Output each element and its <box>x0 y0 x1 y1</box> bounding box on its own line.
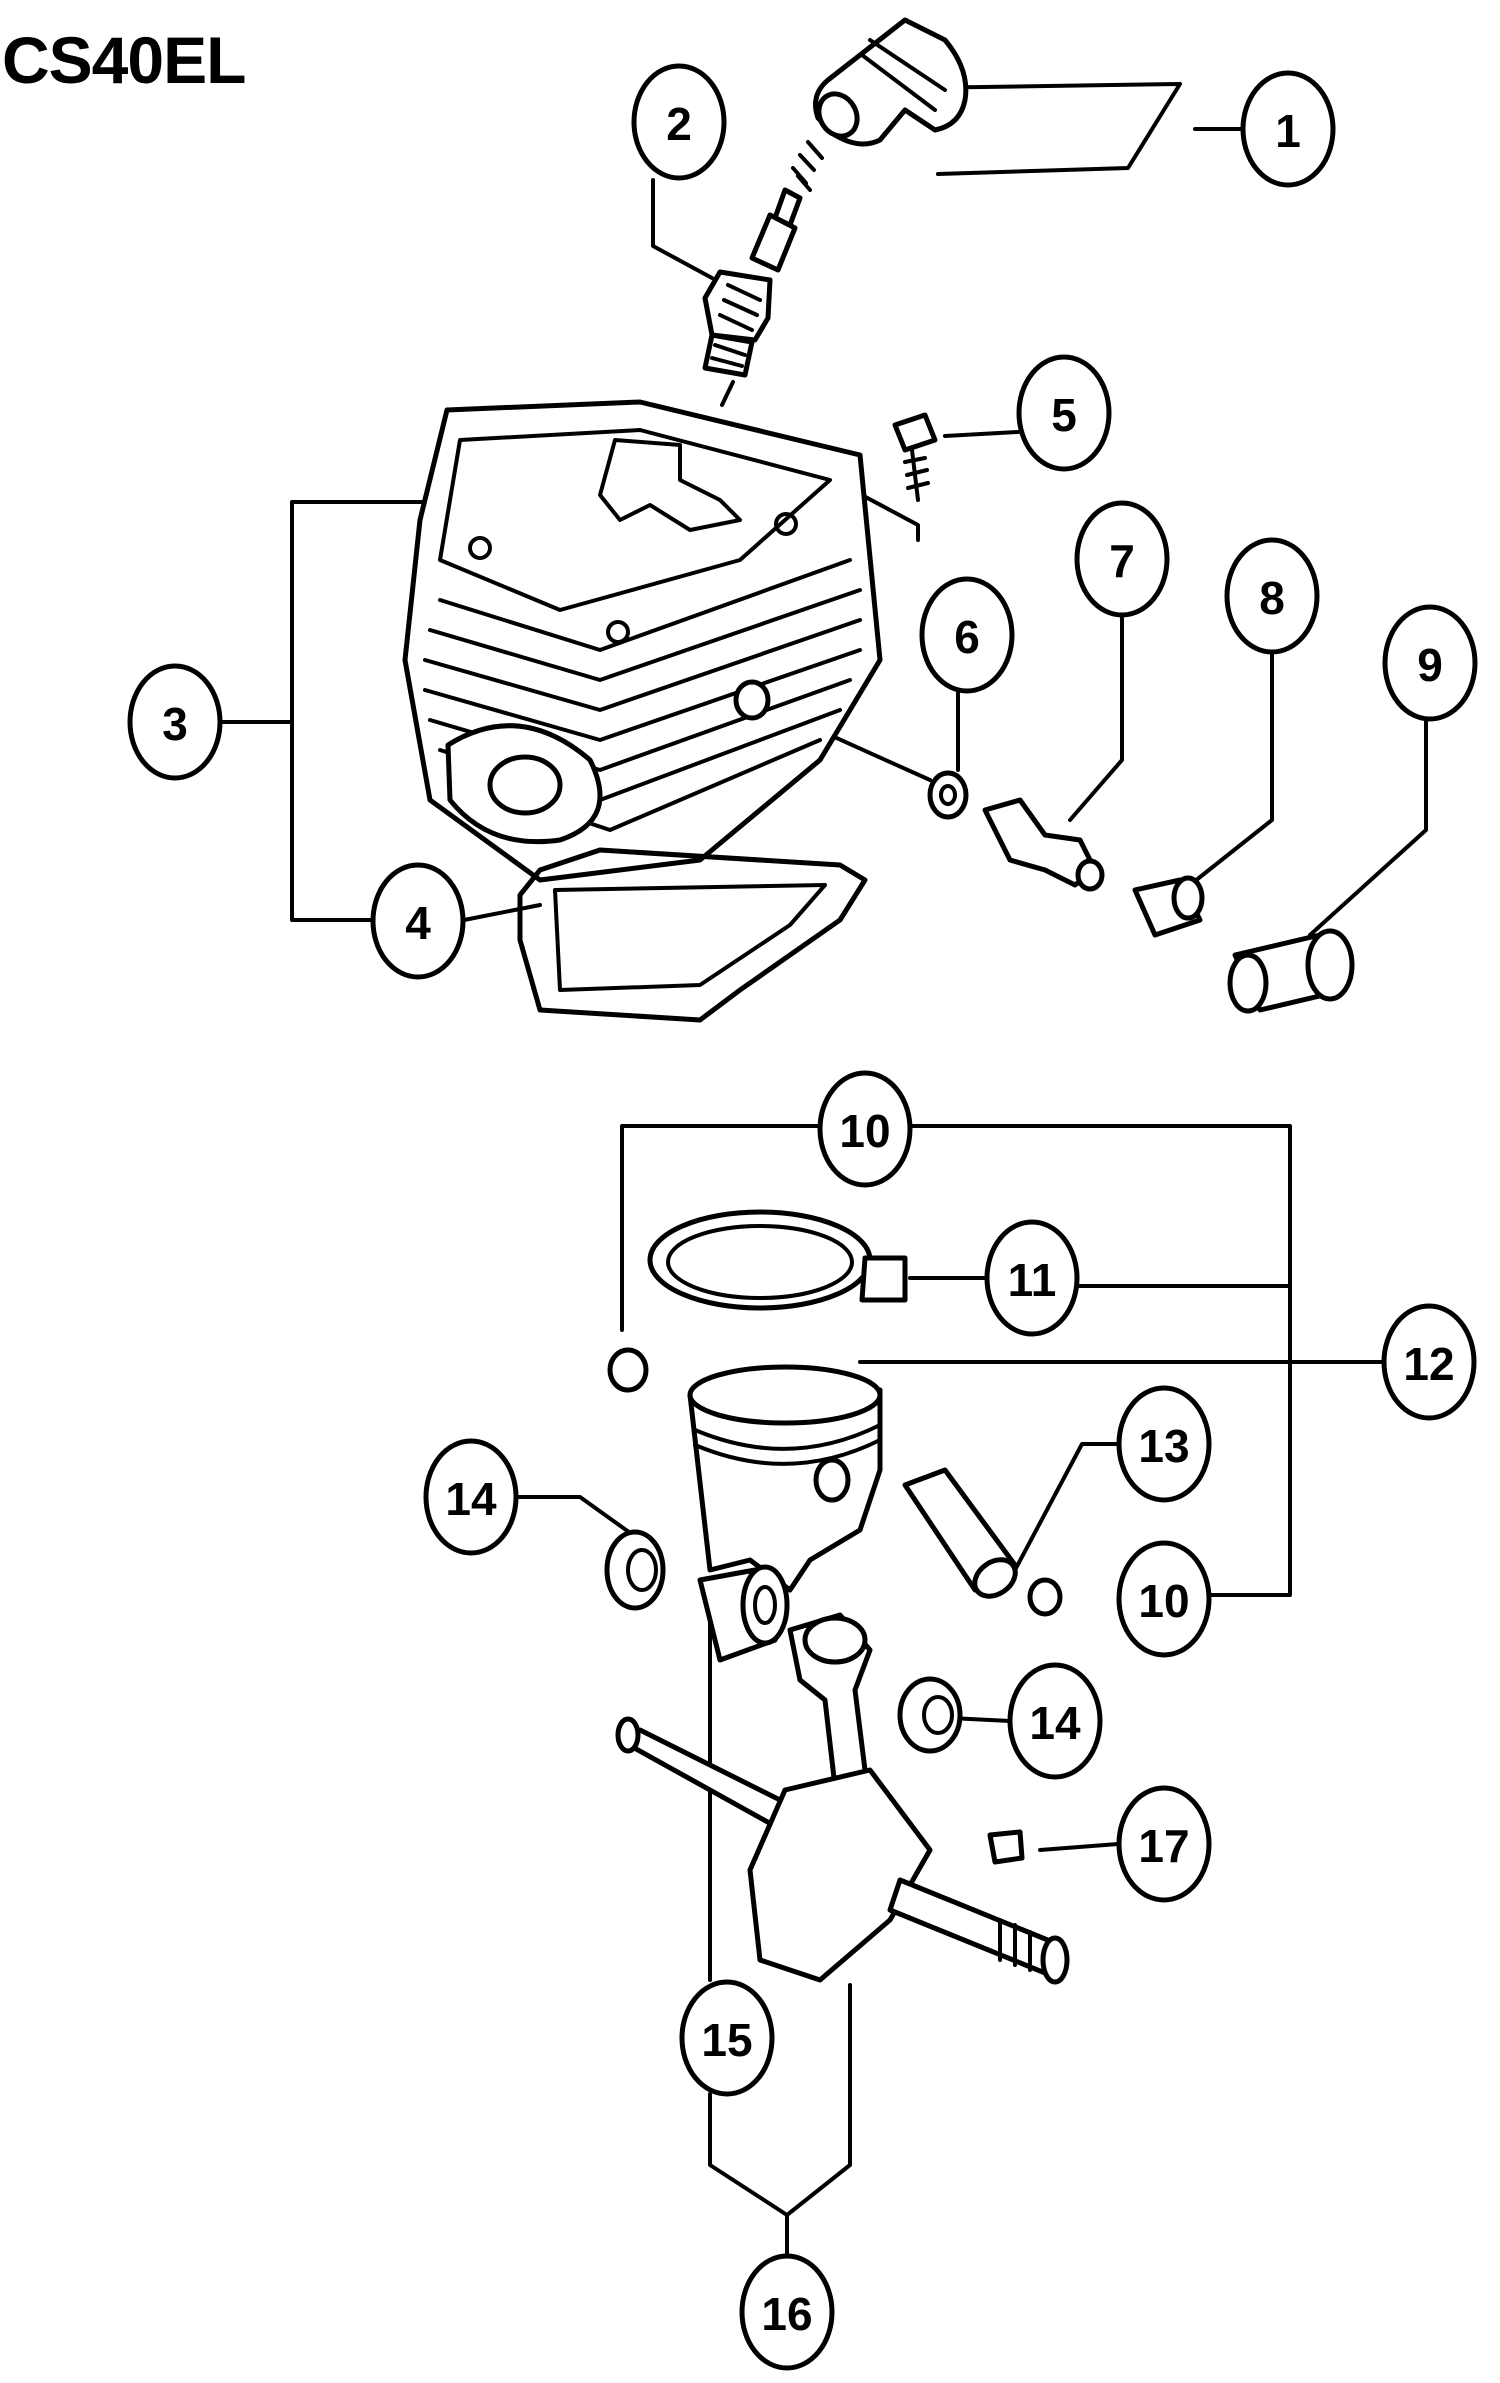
callout-circle <box>370 862 466 980</box>
callout-9-cap: 9 <box>1382 604 1478 722</box>
callout-number: 7 <box>1109 535 1135 587</box>
callout-circle <box>1116 1785 1212 1903</box>
callout-7-decompression-valve: 7 <box>1074 500 1170 618</box>
callout-10-circlip: 10 <box>1116 1540 1212 1658</box>
part-spark-plug <box>702 187 803 407</box>
callout-circle <box>423 1438 519 1556</box>
part-piston <box>687 1364 883 1593</box>
part-decompression-valve <box>982 797 1105 892</box>
part-oil-seal-left <box>604 1529 666 1611</box>
callout-6-washer: 6 <box>919 576 1015 694</box>
callout-number: 2 <box>666 98 692 150</box>
callout-14-oil-seal: 14 <box>423 1438 519 1556</box>
callout-number: 14 <box>445 1473 497 1525</box>
part-spark-plug-cap <box>813 17 969 147</box>
part-key <box>987 1829 1025 1865</box>
part-cap <box>1227 928 1355 1014</box>
callout-4-cylinder-gasket: 4 <box>370 862 466 980</box>
callout-2-spark-plug: 2 <box>631 63 727 181</box>
callout-circle <box>919 576 1015 694</box>
callout-11-piston-ring: 11 <box>984 1219 1080 1337</box>
callout-circle <box>679 1979 775 2097</box>
part-screw <box>892 412 938 502</box>
part-oil-seal-right <box>897 1676 963 1754</box>
callout-17-key: 17 <box>1116 1785 1212 1903</box>
callout-number: 9 <box>1417 639 1443 691</box>
callout-number: 12 <box>1403 1338 1454 1390</box>
callout-circle <box>1381 1303 1477 1421</box>
callout-number: 14 <box>1029 1697 1081 1749</box>
callout-number: 10 <box>1138 1575 1189 1627</box>
callout-circle <box>631 63 727 181</box>
callout-number: 6 <box>954 611 980 663</box>
callout-5-screw: 5 <box>1016 354 1112 472</box>
callout-number: 5 <box>1051 389 1077 441</box>
part-circlip-right <box>1027 1577 1063 1617</box>
callout-circle <box>1240 70 1336 188</box>
callout-circle <box>1074 500 1170 618</box>
callout-15-needle-bearing: 15 <box>679 1979 775 2097</box>
callout-circle <box>1382 604 1478 722</box>
callout-number: 13 <box>1138 1420 1189 1472</box>
model-title: CS40EL <box>2 23 246 97</box>
callout-16-crankshaft-assembly: 16 <box>739 2253 835 2371</box>
callout-number: 17 <box>1138 1820 1189 1872</box>
callout-12-piston: 12 <box>1381 1303 1477 1421</box>
callout-number: 4 <box>405 897 431 949</box>
part-spark-plug-spring <box>791 140 824 192</box>
callout-number: 10 <box>839 1105 890 1157</box>
callout-8-filter: 8 <box>1224 537 1320 655</box>
callout-3-cylinder-assembly: 3 <box>127 663 223 781</box>
callout-circle <box>984 1219 1080 1337</box>
callout-number: 11 <box>1008 1254 1057 1306</box>
callout-number: 8 <box>1259 572 1285 624</box>
part-crankshaft <box>615 1612 1070 1985</box>
callout-circle <box>739 2253 835 2371</box>
part-cylinder-gasket <box>517 847 868 1023</box>
callout-number: 15 <box>701 2014 752 2066</box>
callout-14-oil-seal: 14 <box>1007 1662 1103 1780</box>
callout-circle <box>1116 1385 1212 1503</box>
callout-number: 16 <box>761 2288 812 2340</box>
callout-number: 1 <box>1275 105 1301 157</box>
part-filter <box>1132 875 1205 938</box>
callout-1-spark-plug-cap: 1 <box>1240 70 1336 188</box>
callout-10-circlip: 10 <box>817 1070 913 1188</box>
part-piston-ring <box>647 1209 908 1311</box>
callout-circle <box>1116 1540 1212 1658</box>
callout-13-piston-pin: 13 <box>1116 1385 1212 1503</box>
callout-circle <box>1016 354 1112 472</box>
callout-circle <box>1007 1662 1103 1780</box>
callout-number: 3 <box>162 698 188 750</box>
part-cylinder <box>402 399 883 883</box>
callout-circle <box>1224 537 1320 655</box>
part-needle-bearing <box>697 1564 790 1663</box>
callout-circle <box>127 663 223 781</box>
callout-circle <box>817 1070 913 1188</box>
part-piston-pin <box>902 1467 1018 1599</box>
part-washer <box>927 770 969 820</box>
part-circlip-left <box>607 1347 649 1393</box>
